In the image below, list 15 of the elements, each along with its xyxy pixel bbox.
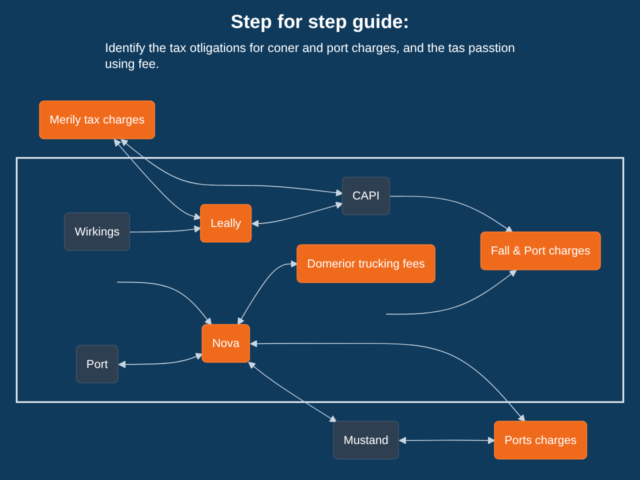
arrow (116, 282, 212, 326)
arrow (238, 260, 298, 326)
title: Step for step guide: (230, 12, 410, 34)
arrow (114, 139, 202, 220)
caption: Identify the tax otligations for coner and port charges, and the tas passtion using fee. (105, 40, 516, 72)
arrow (120, 139, 344, 196)
arrow (252, 202, 344, 228)
arrow (386, 270, 517, 315)
cluster (16, 157, 624, 403)
arrow (118, 353, 203, 368)
arrow (398, 436, 496, 444)
arrow (248, 362, 337, 422)
arrow (250, 340, 526, 422)
arrow (390, 196, 514, 233)
arrow (130, 225, 202, 233)
